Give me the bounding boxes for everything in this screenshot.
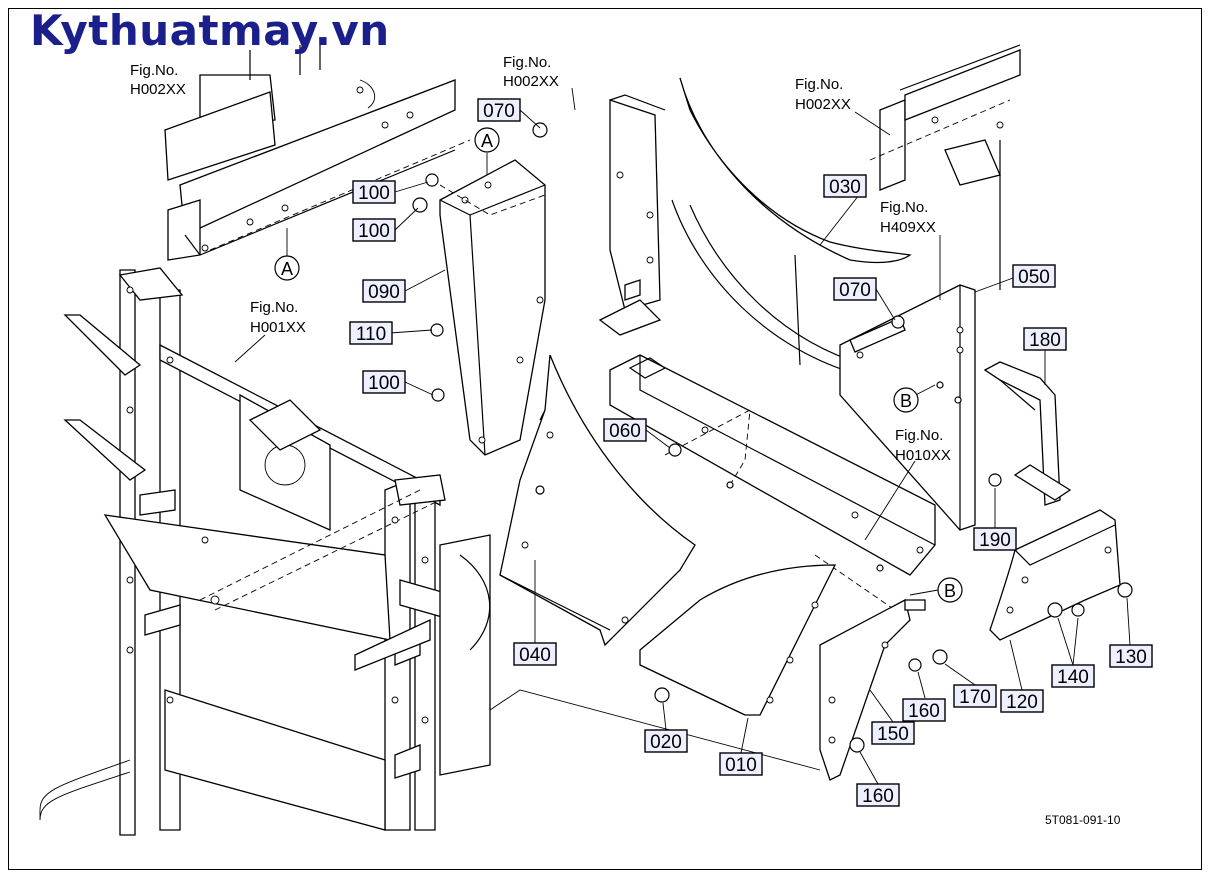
callout-label: 120 — [1006, 692, 1038, 713]
callout-label: 140 — [1057, 667, 1089, 688]
curved-panel-010 — [639, 564, 837, 716]
callout-label: 010 — [725, 755, 757, 776]
callout-020: 020 — [644, 729, 688, 753]
callout-label: 130 — [1115, 647, 1147, 668]
fig-ref-4: Fig.No. H409XX — [880, 199, 936, 236]
fig-ref-code: H001XX — [250, 319, 306, 336]
callout-130: 130 — [1109, 644, 1153, 668]
section-marker-a-top: A — [474, 127, 500, 153]
plate-090 — [439, 159, 546, 456]
fig-ref-1: Fig.No. H002XX — [130, 62, 186, 98]
callout-150: 150 — [871, 721, 915, 745]
callout-170: 170 — [953, 684, 997, 708]
curved-cover-030 — [671, 77, 912, 376]
callout-100-a: 100 — [352, 180, 396, 204]
callout-140: 140 — [1051, 664, 1095, 688]
fig-ref-6: Fig.No. H010XX — [895, 427, 951, 464]
section-marker-b-right: B — [893, 387, 919, 413]
callout-120: 120 — [1000, 689, 1044, 713]
section-marker-b-lower: B — [937, 577, 963, 603]
callout-070-top: 070 — [477, 98, 521, 122]
plate-150 — [819, 599, 926, 781]
fig-ref-no: Fig.No. — [795, 76, 843, 93]
callout-070-right: 070 — [833, 277, 877, 301]
fig-ref-no: Fig.No. — [130, 62, 178, 79]
callout-100-b: 100 — [352, 218, 396, 242]
fig-ref-3: Fig.No. H002XX — [795, 76, 851, 113]
section-marker-label: B — [900, 391, 912, 411]
callout-label: 090 — [368, 282, 400, 303]
callout-110: 110 — [349, 321, 393, 345]
callout-label: 040 — [519, 645, 551, 666]
curved-panel-040 — [499, 354, 696, 647]
leader-lines — [199, 87, 1131, 785]
fig-ref-no: Fig.No. — [503, 54, 551, 71]
callout-label: 020 — [650, 732, 682, 753]
cross-member — [609, 354, 936, 611]
callout-label: 190 — [979, 530, 1011, 551]
callout-090: 090 — [362, 279, 406, 303]
callout-label: 030 — [829, 177, 861, 198]
fig-ref-5: Fig.No. H001XX — [250, 299, 306, 336]
center-bracket — [598, 94, 666, 336]
bracket-180 — [983, 361, 1072, 506]
upper-frame-beam — [164, 45, 471, 261]
callout-label: 150 — [877, 724, 909, 745]
callout-190: 190 — [973, 527, 1017, 551]
callout-label: 100 — [358, 221, 390, 242]
callout-label: 110 — [356, 324, 386, 345]
callout-180: 180 — [1023, 327, 1067, 351]
callout-label: 070 — [483, 101, 515, 122]
callout-100-c: 100 — [362, 370, 406, 394]
callout-050: 050 — [1012, 264, 1056, 288]
callout-label: 070 — [839, 280, 871, 301]
left-frame-assembly — [39, 267, 821, 836]
callout-160-lower: 160 — [856, 783, 900, 807]
drawing-frame — [8, 8, 1202, 870]
fig-ref-2: Fig.No. H002XX — [503, 54, 559, 90]
upper-right-frame — [869, 44, 1021, 290]
fig-ref-code: H409XX — [880, 219, 936, 236]
callout-040: 040 — [513, 642, 557, 666]
section-marker-a-left: A — [274, 255, 300, 281]
fig-ref-no: Fig.No. — [895, 427, 943, 444]
fig-ref-code: H002XX — [795, 96, 851, 113]
fig-ref-no: Fig.No. — [880, 199, 928, 216]
callout-label: 160 — [908, 701, 940, 722]
callout-label: 100 — [358, 183, 390, 204]
callout-label: 100 — [368, 373, 400, 394]
fig-ref-code: H002XX — [503, 73, 559, 90]
fig-ref-code: H002XX — [130, 81, 186, 98]
section-marker-label: A — [281, 259, 293, 279]
callout-060: 060 — [603, 418, 647, 442]
section-marker-label: B — [944, 581, 956, 601]
fasteners — [412, 122, 1133, 753]
callout-010: 010 — [719, 752, 763, 776]
callout-160-upper: 160 — [902, 698, 946, 722]
section-marker-label: A — [481, 131, 493, 151]
callout-030: 030 — [823, 174, 867, 198]
callout-label: 050 — [1018, 267, 1050, 288]
callout-label: 160 — [862, 786, 894, 807]
callout-label: 180 — [1029, 330, 1061, 351]
callout-label: 170 — [959, 687, 991, 708]
fig-ref-code: H010XX — [895, 447, 951, 464]
drawing-number: 5T081-091-10 — [1045, 813, 1121, 827]
brand-watermark: Kythuatmay.vn — [30, 6, 390, 55]
fig-ref-no: Fig.No. — [250, 299, 298, 316]
callout-label: 060 — [609, 421, 641, 442]
